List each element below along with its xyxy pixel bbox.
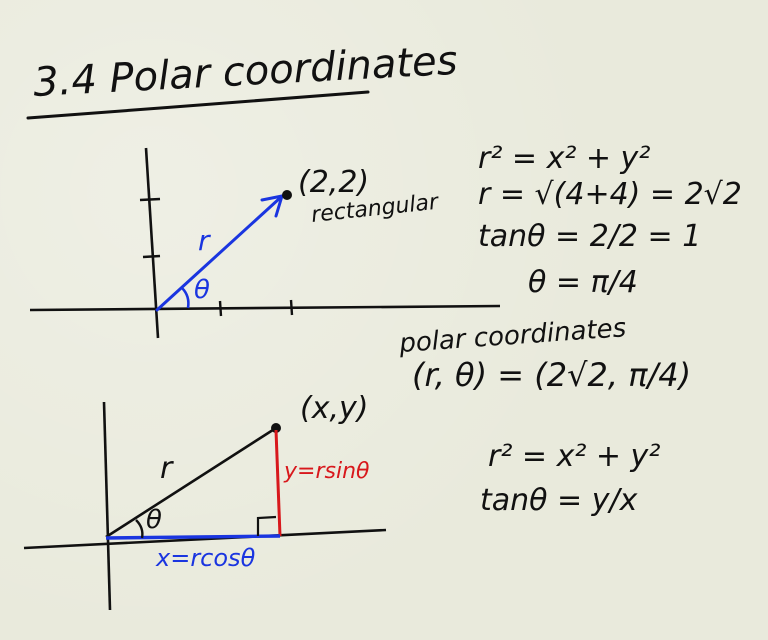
x-leg-label: x=rcosθ <box>155 544 256 572</box>
radius-label-2: r <box>160 451 174 486</box>
radius-label-1: r <box>198 224 211 257</box>
right-angle-marker <box>256 515 277 536</box>
polar-expression: (r, θ) = (2√2, π/4) <box>412 356 691 394</box>
point-label-2: (x,y) <box>300 391 368 426</box>
y-axis-1 <box>144 147 160 339</box>
x-axis-1 <box>29 304 501 312</box>
angle-arc-1 <box>181 287 190 309</box>
radius-line-2 <box>105 426 277 539</box>
page-title: 3.4 Polar coordinates <box>32 38 458 106</box>
polar-result: polar coordinates (r, θ) = (2√2, π/4) <box>397 313 691 394</box>
equation-line: r² = x² + y² <box>488 439 660 474</box>
diagram-2: (x,y) r θ y=rsinθ x=rcosθ <box>23 391 387 611</box>
equation-line: tanθ = y/x <box>480 483 638 518</box>
equation-line: θ = π/4 <box>528 265 638 300</box>
tick-x-1 <box>218 300 223 317</box>
title-underline <box>26 90 370 120</box>
y-axis-2 <box>102 401 112 611</box>
tick-y-2 <box>139 197 161 202</box>
equation-line: r² = x² + y² <box>478 141 650 176</box>
y-leg-label: y=rsinθ <box>283 459 370 484</box>
equations-general: r² = x² + y² tanθ = y/x <box>480 439 660 518</box>
y-leg <box>274 429 282 537</box>
arrowhead-icon <box>260 194 284 218</box>
point-label-1: (2,2) <box>298 165 369 200</box>
tick-y-1 <box>142 254 161 259</box>
radius-vector-1 <box>155 196 282 312</box>
x-axis-2 <box>23 528 387 550</box>
equation-line: tanθ = 2/2 = 1 <box>478 219 701 254</box>
diagram-1: r θ (2,2) rectangular <box>29 147 501 339</box>
angle-label-1: θ <box>194 275 210 305</box>
point-x-y <box>271 423 281 433</box>
tick-x-2 <box>289 299 294 316</box>
equation-line: r = √(4+4) = 2√2 <box>478 177 742 212</box>
equations-rect: r² = x² + y² r = √(4+4) = 2√2 tanθ = 2/2… <box>478 141 742 300</box>
angle-label-2: θ <box>146 505 162 535</box>
polar-heading: polar coordinates <box>397 313 627 359</box>
point-2-2 <box>282 190 292 200</box>
angle-arc-2 <box>135 519 144 539</box>
x-leg <box>105 534 281 540</box>
